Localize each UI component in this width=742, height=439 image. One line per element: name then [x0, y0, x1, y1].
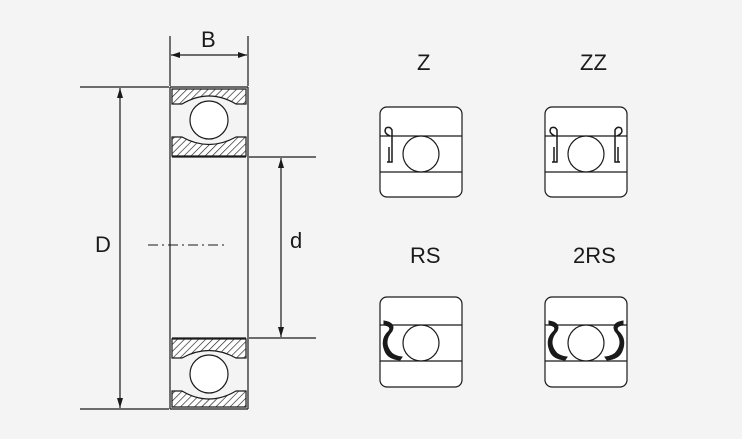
variant-rs-label: RS — [410, 243, 441, 268]
variant-z-section — [379, 106, 463, 198]
width-label: B — [201, 27, 216, 52]
dimension-outer-diameter — [80, 86, 169, 410]
bottom-outer-race — [171, 390, 247, 408]
variant-rs-section — [379, 296, 463, 388]
top-ball — [189, 100, 229, 140]
variant-z-label: Z — [417, 50, 431, 75]
dimension-b — [169, 36, 249, 86]
bearing-cross-section — [148, 86, 249, 410]
bore-diameter-label: d — [290, 228, 303, 253]
top-inner-race — [171, 136, 247, 157]
outer-diameter-label: D — [95, 232, 111, 257]
variant-zz-section — [544, 106, 628, 198]
variant-2rs-section — [544, 296, 628, 388]
variant-zz-label: ZZ — [580, 50, 607, 75]
bottom-ball — [189, 354, 229, 394]
dimension-bore-diameter — [249, 156, 316, 339]
variant-2rs-label: 2RS — [573, 243, 616, 268]
top-outer-race — [171, 88, 247, 105]
bottom-inner-race — [171, 338, 247, 359]
